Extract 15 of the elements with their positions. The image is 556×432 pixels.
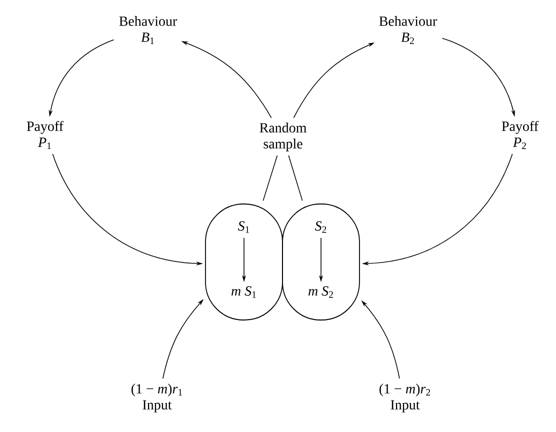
symbol-label: S$_{2}$	[314, 221, 326, 233]
node-label: Behaviour B$_{2}$	[379, 16, 438, 44]
node-label: Behaviour B$_{1}$	[119, 16, 178, 44]
oval-compartment	[205, 204, 283, 320]
node-label: (1 − m)r$_{2}$ Input	[380, 384, 430, 412]
node-label: Payoff P$_{2}$	[502, 121, 539, 150]
node-label: Random sample	[260, 122, 307, 152]
connector-line	[288, 155, 303, 202]
symbol-label: m S$_{2}$	[308, 286, 333, 298]
symbol-label: m S$_{1}$	[232, 286, 256, 298]
oval-compartment	[282, 204, 360, 320]
connector-line	[262, 155, 278, 202]
node-label: Payoff P$_{1}$	[26, 121, 64, 150]
node-label: (1 − m)r$_{1}$ Input	[132, 384, 182, 412]
symbol-label: S$_{1}$	[238, 221, 250, 233]
